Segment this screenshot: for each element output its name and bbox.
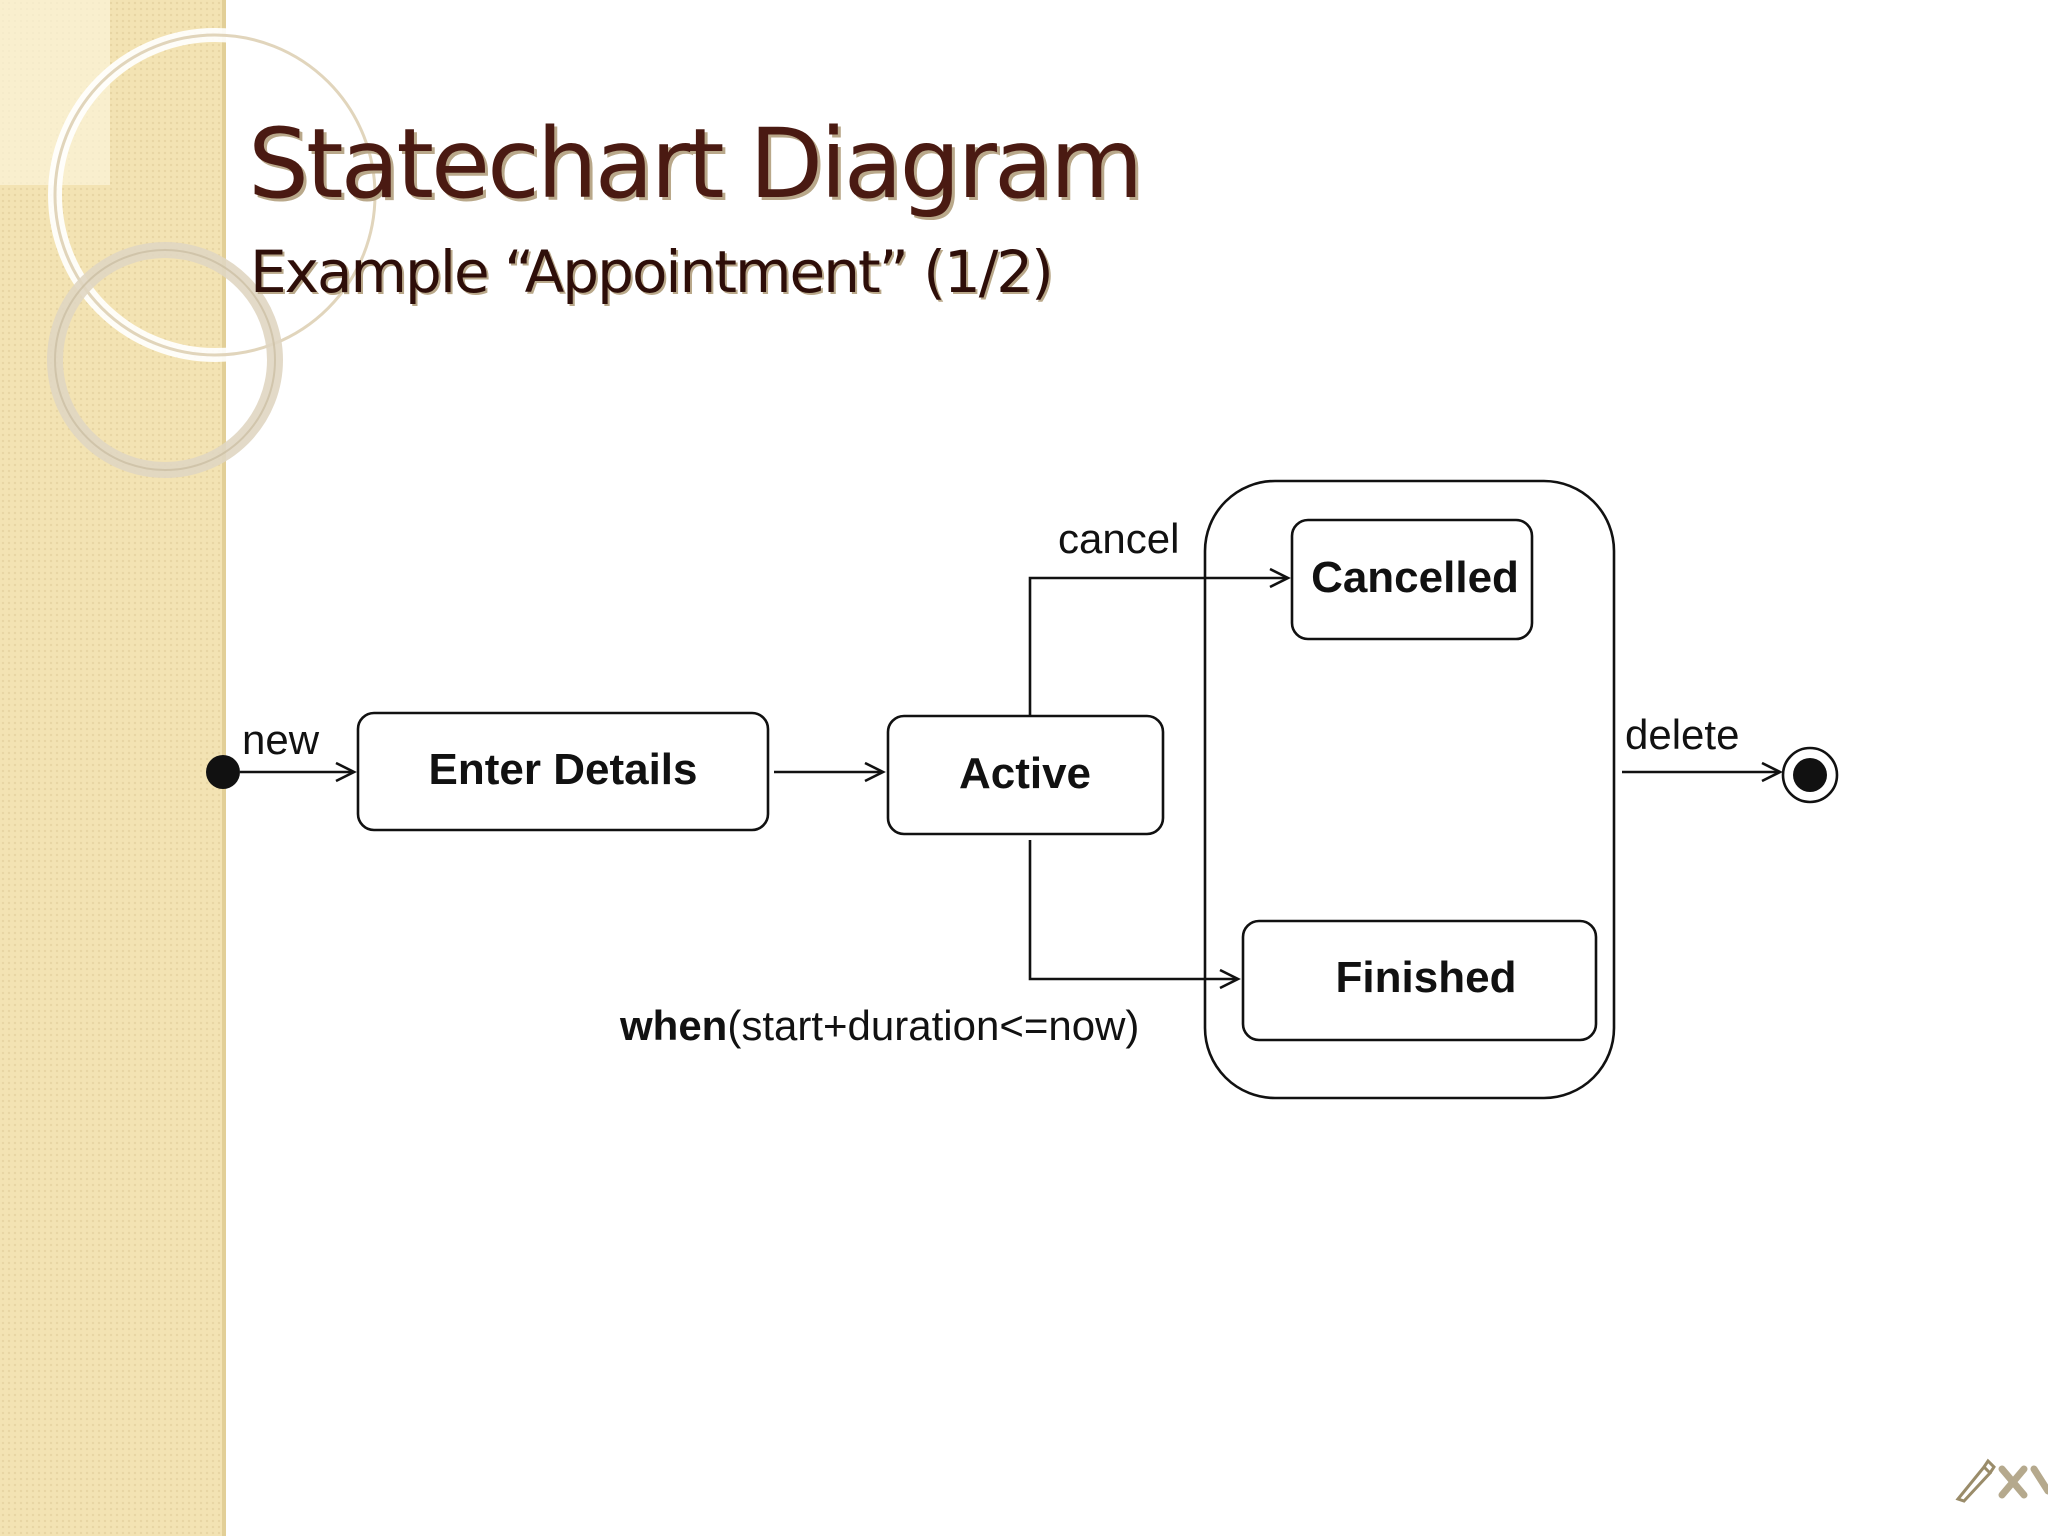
final-state-icon <box>1781 746 1839 804</box>
transition-cancel-label: cancel <box>1058 515 1179 562</box>
pen-logo-icon <box>1955 1458 2048 1503</box>
page-title: Statechart Diagram <box>248 108 1143 220</box>
state-finished-label: Finished <box>1336 953 1517 1002</box>
state-active <box>886 714 1165 836</box>
state-enter-details-label: Enter Details <box>429 745 698 794</box>
state-cancelled-label: Cancelled <box>1311 553 1519 602</box>
state-finished <box>1241 919 1598 1042</box>
composite-state-container <box>1203 479 1616 1100</box>
transition-cancel-arrow <box>1028 567 1291 716</box>
decorative-rings <box>0 0 382 478</box>
transition-delete-label: delete <box>1625 711 1739 758</box>
page-subtitle: Example “Appointment” (1/2) <box>250 238 1054 306</box>
transition-when-arrow <box>1028 840 1241 990</box>
transition-when-label: when(start+duration<=now) <box>619 1002 1139 1049</box>
transition-new-label: new <box>242 716 320 763</box>
transition-when-keyword: when <box>619 1002 727 1049</box>
state-cancelled <box>1290 518 1534 641</box>
state-enter-details <box>356 711 770 832</box>
transition-when-condition: (start+duration<=now) <box>727 1002 1139 1049</box>
state-active-label: Active <box>959 749 1091 798</box>
initial-state-icon <box>206 755 240 789</box>
